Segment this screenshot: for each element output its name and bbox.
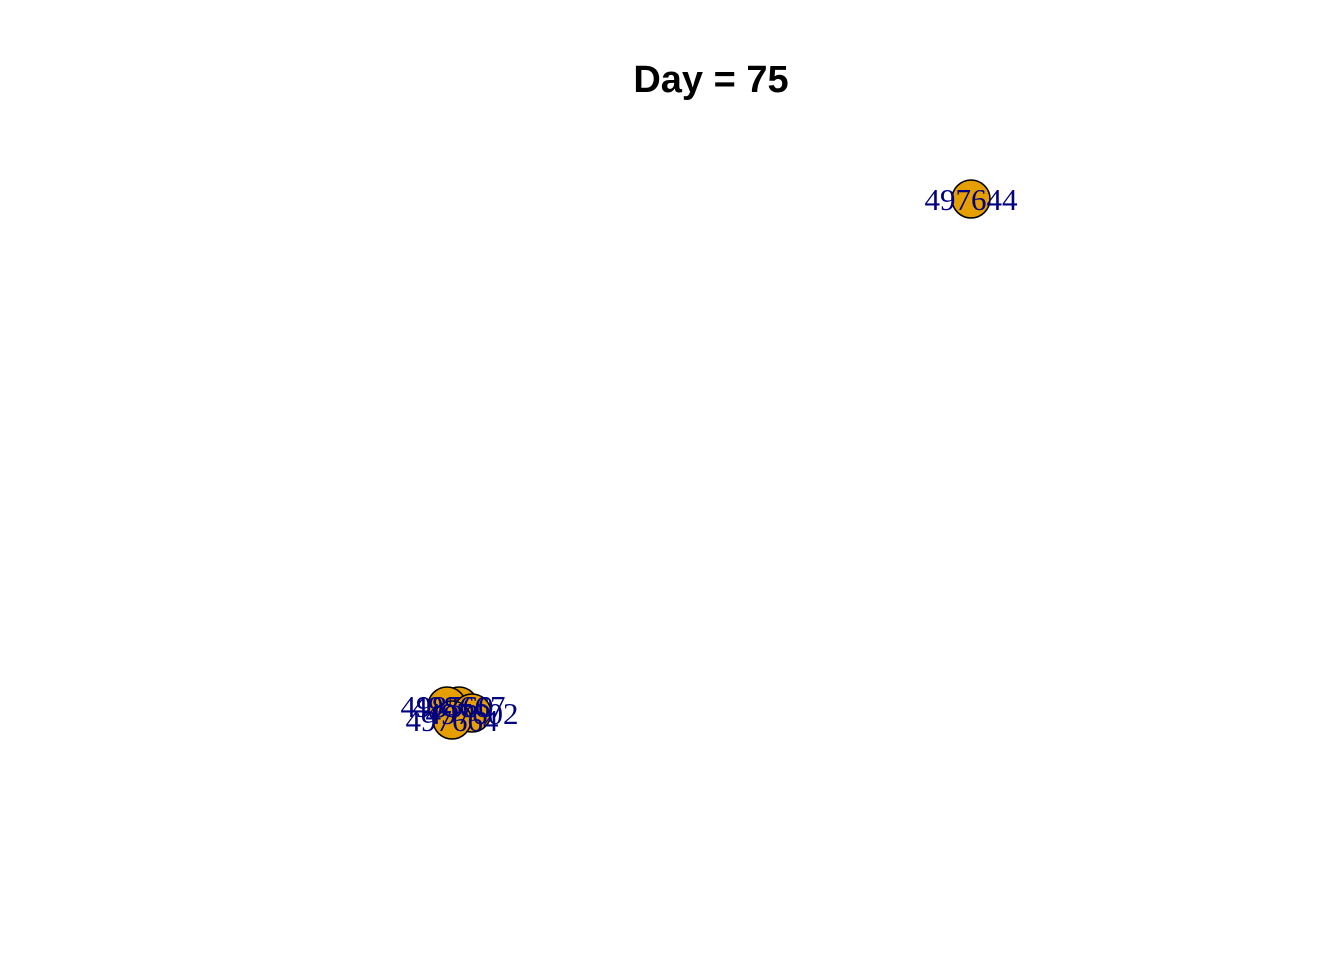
node-label-497602: 497602 xyxy=(426,696,519,731)
node-label-497644: 497644 xyxy=(925,182,1019,217)
node-497664 xyxy=(432,700,472,740)
node-497644 xyxy=(951,179,991,219)
node-label-498560: 498560 xyxy=(401,689,494,724)
plot-title: Day = 75 xyxy=(633,59,789,101)
node-label-497664: 497664 xyxy=(406,703,500,738)
node-label-498667: 498667 xyxy=(413,689,506,724)
node-layer xyxy=(427,179,991,740)
